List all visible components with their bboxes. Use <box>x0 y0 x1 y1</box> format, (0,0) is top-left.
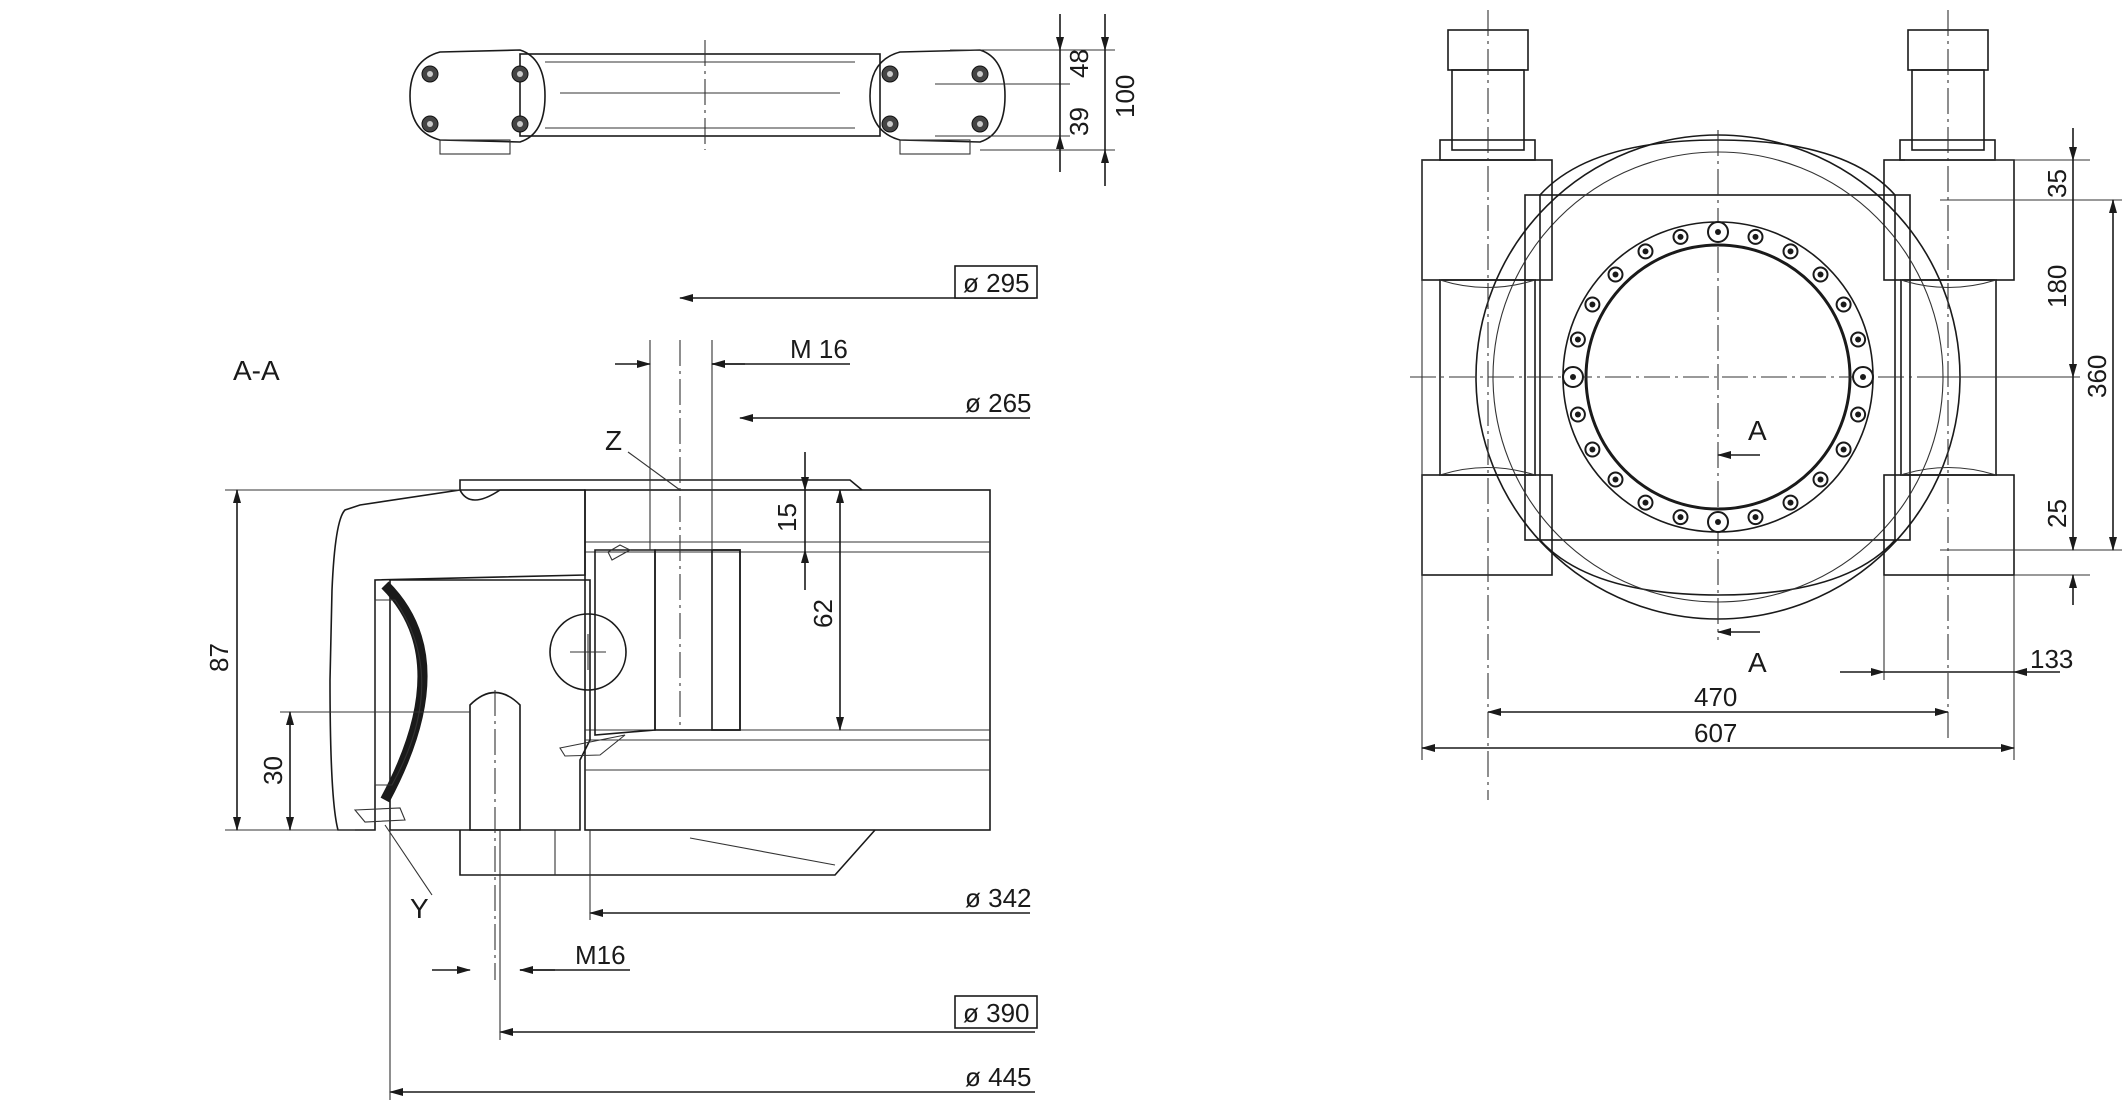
bolt-hole-center <box>1677 233 1684 240</box>
dim-342: ø 342 <box>965 883 1032 913</box>
bolt-hole-center <box>1787 499 1794 506</box>
bolt-hole-center <box>1642 499 1649 506</box>
dim-m16-top: M 16 <box>790 334 848 364</box>
top-side-view: 48 39 100 <box>409 14 1140 186</box>
dim-m16-bottom: M16 <box>575 940 626 970</box>
bolt-hole-center <box>1855 336 1862 343</box>
dim-25: 25 <box>2042 499 2072 528</box>
callout-y: Y <box>410 893 429 924</box>
bolt-hole-center <box>1787 248 1794 255</box>
bolt-hole-center <box>1570 374 1576 380</box>
bolt-hole-center <box>1589 446 1596 453</box>
dim-100: 100 <box>1110 75 1140 118</box>
callout-z: Z <box>605 425 622 456</box>
dim-445: ø 445 <box>965 1062 1032 1092</box>
bolt-hole-center <box>1840 446 1847 453</box>
dim-39: 39 <box>1064 107 1094 136</box>
front-view: A A 35 180 25 360 133 470 607 <box>1410 10 2122 800</box>
dim-607: 607 <box>1694 718 1737 748</box>
dim-62: 62 <box>808 599 838 628</box>
bolt-hole-center <box>1574 411 1581 418</box>
section-a-a: A-A <box>204 265 1038 1100</box>
section-mark-bottom: A <box>1748 647 1767 678</box>
bolt-hole-center <box>1817 476 1824 483</box>
dim-295-box <box>954 265 1038 299</box>
dim-390-box <box>954 995 1038 1029</box>
dim-133: 133 <box>2030 644 2073 674</box>
bolt-hole-circle <box>1562 221 1874 533</box>
bolt-hole-center <box>1589 301 1596 308</box>
dim-295: ø 295 <box>963 268 1030 298</box>
bolt-hole-center <box>1752 514 1759 521</box>
bolt-hole-center <box>1752 233 1759 240</box>
bolt-hole-center <box>1855 411 1862 418</box>
dim-48: 48 <box>1064 49 1094 78</box>
bolt-hole-center <box>1612 476 1619 483</box>
bolt-hole-center <box>1574 336 1581 343</box>
dim-360: 360 <box>2082 355 2112 398</box>
bolt-hole-center <box>1677 514 1684 521</box>
dim-265: ø 265 <box>965 388 1032 418</box>
dim-390: ø 390 <box>963 998 1030 1028</box>
bolt-hole-center <box>1715 229 1721 235</box>
section-label: A-A <box>233 355 280 386</box>
dim-180: 180 <box>2042 265 2072 308</box>
dim-35: 35 <box>2042 169 2072 198</box>
bolt-hole-center <box>1860 374 1866 380</box>
bolt-hole-center <box>1715 519 1721 525</box>
bolt-hole-center <box>1612 271 1619 278</box>
bolt-hole-center <box>1817 271 1824 278</box>
dim-15: 15 <box>772 503 802 532</box>
dim-87: 87 <box>204 643 234 672</box>
section-mark-top: A <box>1748 415 1767 446</box>
bolt-hole-center <box>1642 248 1649 255</box>
bolt-hole-center <box>1840 301 1847 308</box>
dim-470: 470 <box>1694 682 1737 712</box>
dim-30: 30 <box>258 756 288 785</box>
